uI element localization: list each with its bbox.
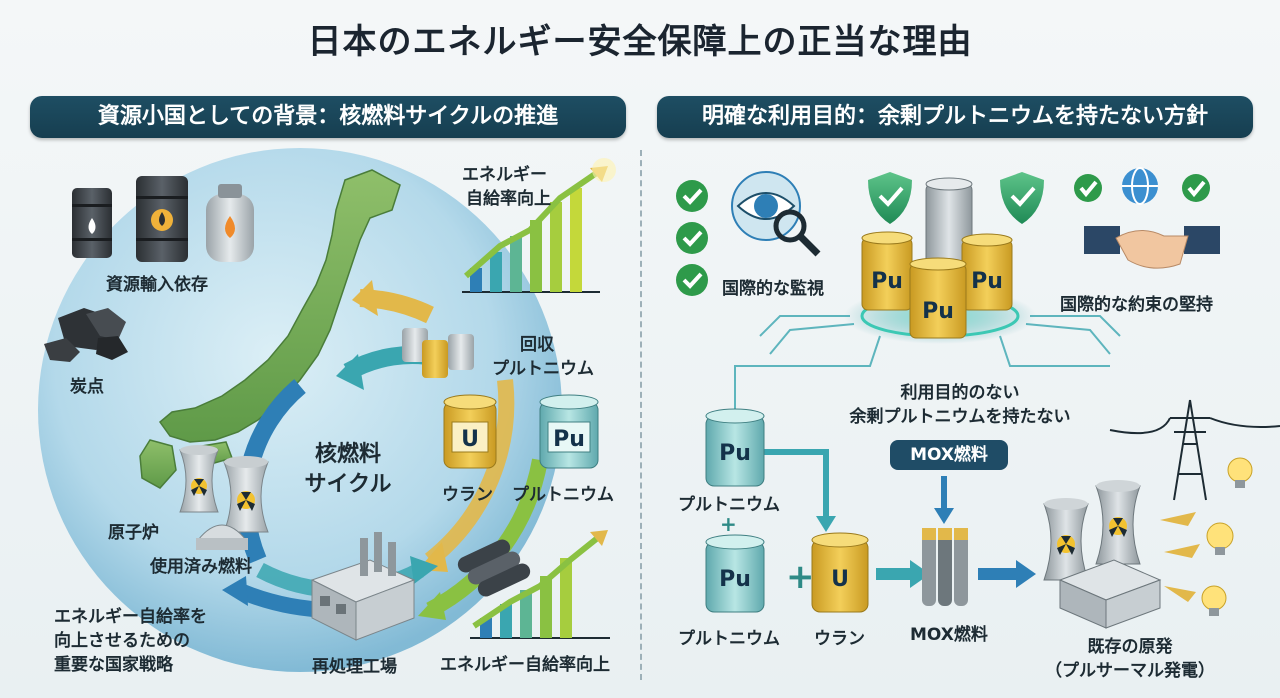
plus-sign: + xyxy=(786,557,815,597)
plutonium-can: Pu xyxy=(539,394,599,469)
plant-line1: 既存の原発 xyxy=(1087,637,1173,657)
pu-symbol-4: Pu xyxy=(719,441,751,466)
self-sufficiency-top-line1: エネルギー xyxy=(462,165,547,185)
pu-symbol-2: Pu xyxy=(971,269,1003,294)
spent-fuel-label: 使用済み燃料 xyxy=(150,557,252,577)
right-banner: 明確な利用目的：余剰プルトニウムを持たない方針 xyxy=(657,96,1253,138)
uranium-symbol-right: U xyxy=(831,567,849,592)
check-icon xyxy=(676,264,708,296)
plutonium-can: Pu xyxy=(705,534,765,613)
globe-icon xyxy=(1122,167,1158,205)
check-icon xyxy=(1182,174,1210,202)
left-banner: 資源小国としての背景：核燃料サイクルの推進 xyxy=(30,96,626,138)
pu-symbol-3: Pu xyxy=(922,299,954,324)
cooling-tower-icon xyxy=(1095,480,1141,565)
uranium-can: U xyxy=(443,394,497,469)
right-illustration: Pu Pu Pu Pu Pu + U xyxy=(676,167,1280,629)
cycle-line1: 核燃料 xyxy=(314,442,381,467)
recovered-pu-line1: 回収 xyxy=(520,335,554,355)
coal-label: 炭点 xyxy=(70,377,104,397)
strategy-line2: 向上させるための xyxy=(54,631,190,651)
uranium-label-right: ウラン xyxy=(814,629,865,649)
plant-line2: （プルサーマル発電） xyxy=(1045,661,1215,681)
cycle-line2: サイクル xyxy=(304,472,392,497)
plant-building xyxy=(1058,559,1162,629)
pu-symbol-5: Pu xyxy=(719,567,751,592)
flow-arrow-to-mox xyxy=(910,560,930,588)
fuel-rods xyxy=(457,539,531,597)
plutonium-label-1: プルトニウム xyxy=(678,495,780,515)
reprocessing-label: 再処理工場 xyxy=(312,657,397,677)
reactor-dome xyxy=(196,524,248,550)
handshake-icon xyxy=(1084,226,1220,269)
plutonium-label-2: プルトニウム xyxy=(678,629,780,649)
uranium-label: ウラン xyxy=(442,485,493,505)
lightbulb-icon xyxy=(1206,522,1234,555)
self-sufficiency-top-line2: 自給率向上 xyxy=(466,189,551,209)
growth-chart-icon xyxy=(470,530,610,639)
strategy-line3: 重要な国家戦略 xyxy=(54,655,173,675)
mox-fuel-icon xyxy=(922,528,968,606)
shield-check-icon xyxy=(1000,172,1044,224)
growth-chart-icon xyxy=(462,158,616,293)
check-icon xyxy=(1074,174,1102,202)
monitoring-label: 国際的な監視 xyxy=(722,279,824,299)
plutonium-symbol: Pu xyxy=(553,427,585,452)
mox-tag: MOX燃料 xyxy=(890,440,1008,470)
plutonium-label: プルトニウム xyxy=(512,485,614,505)
plutonium-can: Pu xyxy=(705,408,765,487)
uranium-symbol: U xyxy=(461,427,479,452)
plus-label: + xyxy=(720,512,737,536)
no-surplus-line2: 余剰プルトニウムを持たない xyxy=(849,407,1071,427)
check-icon xyxy=(676,222,708,254)
coal-icon xyxy=(44,308,128,362)
panel-divider xyxy=(640,150,642,680)
resource-import-label: 資源輸入依存 xyxy=(106,275,208,295)
self-sufficiency-bottom-label: エネルギー自給率向上 xyxy=(440,655,610,675)
cycle-arrow-gold-right xyxy=(425,379,515,567)
eye-magnifier-icon xyxy=(731,171,821,257)
flow-arrow-to-plant xyxy=(1016,560,1036,588)
globe xyxy=(38,148,562,672)
check-icon xyxy=(676,180,708,212)
page-title: 日本のエネルギー安全保障上の正当な理由 xyxy=(307,22,973,62)
pu-symbol-1: Pu xyxy=(871,269,903,294)
pylon-icon xyxy=(1109,399,1280,501)
kyushu xyxy=(139,439,177,489)
cooling-tower-icon xyxy=(223,456,269,533)
factory-icon xyxy=(310,532,416,641)
recovered-pu-cans xyxy=(402,328,474,378)
commitment-label: 国際的な約束の堅持 xyxy=(1060,295,1213,315)
no-surplus-line1: 利用目的のない xyxy=(900,383,1020,403)
lightbulb-icon xyxy=(1227,457,1253,488)
lightbulb-icon xyxy=(1201,585,1227,616)
pu-can-stack: Pu Pu Pu xyxy=(861,177,1013,339)
cooling-tower-icon xyxy=(179,445,219,513)
japan-map xyxy=(158,169,401,443)
mox-label: MOX燃料 xyxy=(910,625,988,645)
strategy-line1: エネルギー自給率を xyxy=(54,607,207,627)
circuit-lines xyxy=(734,315,1121,416)
uranium-can: U xyxy=(811,532,869,613)
reactor-label: 原子炉 xyxy=(108,523,159,543)
cooling-tower-icon xyxy=(1043,498,1089,581)
gas-cylinder-icon xyxy=(206,184,254,262)
oil-barrel-icon xyxy=(136,176,188,262)
shield-check-icon xyxy=(868,172,912,224)
left-illustration: U Pu xyxy=(38,148,616,672)
oil-barrel-icon xyxy=(72,188,112,258)
recovered-pu-line2: プルトニウム xyxy=(492,359,594,379)
